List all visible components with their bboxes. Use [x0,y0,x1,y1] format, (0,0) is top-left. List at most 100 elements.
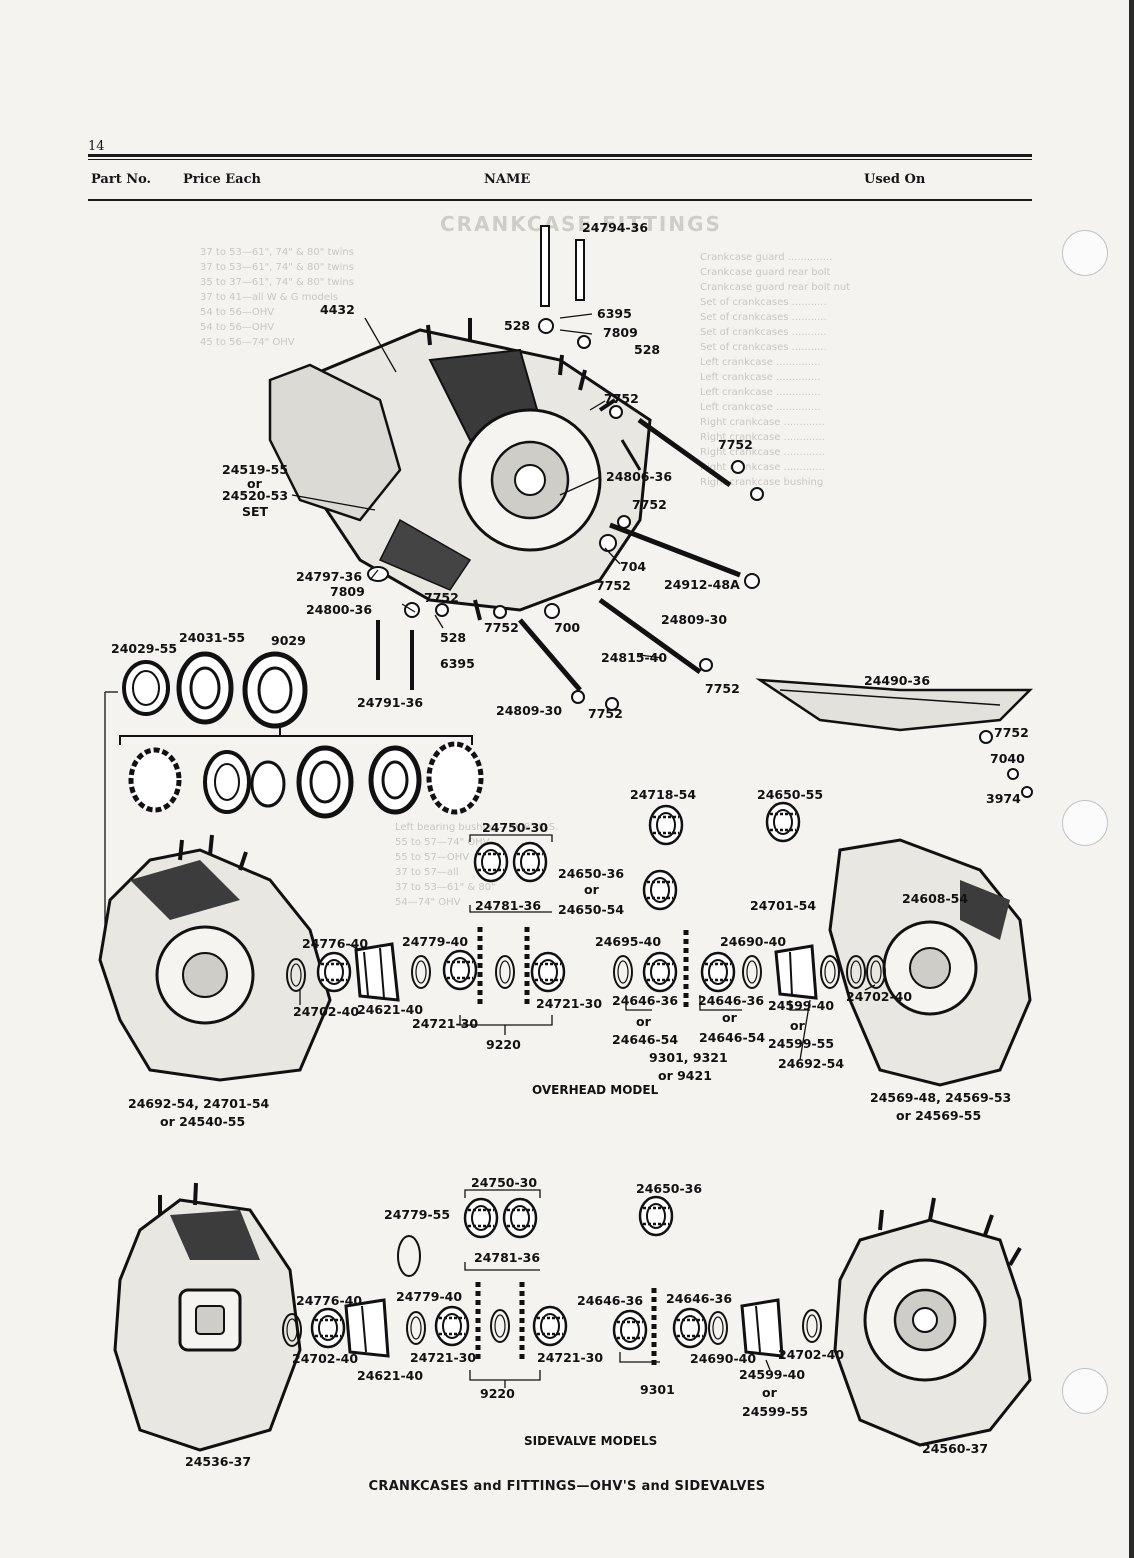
callout-label: 24809-30 [496,703,562,718]
callout-label: 24692-54 [778,1056,844,1071]
ohv-left-crankcase [98,834,332,1082]
sidevalve-parts-row [282,1195,822,1366]
callout-label: 7752 [596,578,631,593]
sidevalve-models-caption: SIDEVALVE MODELS [524,1434,657,1448]
callout-label: 24560-37 [922,1441,988,1456]
header-rule-top [88,154,1032,157]
sidevalve-leader-lines [464,1189,771,1388]
callout-label: 24646-36 [612,993,678,1008]
callout-label: 24646-36 [698,993,764,1008]
callout-label: 3974 [986,791,1021,806]
callout-label: 24776-40 [296,1293,362,1308]
right-page-edge [1129,0,1134,1558]
callout-label: 24750-30 [482,820,548,835]
callout-label: or 24540-55 [160,1114,245,1129]
studs-and-bolts [376,225,741,692]
callout-label: 528 [440,630,466,645]
main-bearing-set-top [122,651,308,729]
callout-label: 700 [554,620,580,635]
callout-label: 24650-36 [558,866,624,881]
callout-label: 24646-54 [612,1032,678,1047]
callout-label: 24690-40 [720,934,786,949]
column-header-used-on: Used On [864,172,926,187]
callout-label: or [636,1014,652,1029]
callout-label: 24797-36 [296,569,362,584]
callout-label: 24650-36 [636,1181,702,1196]
header-rule-bottom [88,199,1032,201]
ohv-parts-row [286,801,886,1008]
callout-label: or [762,1385,778,1400]
callout-label: or [584,882,600,897]
callout-label: 24646-36 [666,1291,732,1306]
punch-hole-middle [1062,800,1108,846]
callout-label: or [247,476,263,491]
callout-label: 24695-40 [595,934,661,949]
callout-label: 9029 [271,633,306,648]
callout-label: 24750-30 [471,1175,537,1190]
callout-label: 24599-55 [742,1404,808,1419]
overhead-model-caption: OVERHEAD MODEL [532,1083,659,1097]
callout-label: 24794-36 [582,220,648,235]
callout-label: 24702-40 [778,1347,844,1362]
callout-label: 7809 [330,584,365,599]
leader-lines-top [104,313,663,961]
callout-label: 24029-55 [111,641,177,656]
ohv-leader-lines [299,834,876,1061]
bleed-through-title: CRANKCASE FITTINGS [440,212,722,236]
callout-label: 9301, 9321 [649,1050,728,1065]
callout-label: 24702-40 [292,1351,358,1366]
callout-label: or 9421 [658,1068,712,1083]
sidevalve-left-crankcase [113,1182,302,1452]
callout-label: 7809 [603,325,638,340]
callout-label: 4432 [320,302,355,317]
callout-label: 7752 [994,725,1029,740]
callout-label: 9220 [480,1386,515,1401]
callout-label: 24621-40 [357,1002,423,1017]
callout-label: 24646-54 [699,1030,765,1045]
callout-label: 24599-40 [768,998,834,1013]
callout-label: 9301 [640,1382,675,1397]
callout-label: 24702-40 [293,1004,359,1019]
callout-label: 24650-54 [558,902,624,917]
callout-label: 7752 [632,497,667,512]
callout-label: 24791-36 [357,695,423,710]
callout-label: 7752 [484,620,519,635]
punch-hole-top [1062,230,1108,276]
callout-label: 9220 [486,1037,521,1052]
callout-label: 24569-48, 24569-53 [870,1090,1011,1105]
callout-label: 7752 [424,590,459,605]
callout-label: 24690-40 [690,1351,756,1366]
callout-label: 528 [504,318,530,333]
callout-label: 24779-55 [384,1207,450,1222]
callout-label: 24490-36 [864,673,930,688]
callout-label: 24519-55 [222,462,288,477]
callout-label: 24781-36 [474,1250,540,1265]
callout-labels: 24794-36 4432 6395 528 7809 528 7752 775… [111,220,1029,1469]
callout-label: 24608-54 [902,891,968,906]
callout-label: 24536-37 [185,1454,251,1469]
ohv-right-crankcase [828,838,1032,1087]
callout-label: 704 [620,559,646,574]
callout-label: 24718-54 [630,787,696,802]
callout-label: SET [242,504,269,519]
callout-label: 24031-55 [179,630,245,645]
bleed-through-text-lower: Left bearing bushing—.008" O.S. 55 to 57… [395,822,559,908]
callout-label: 24815-40 [601,650,667,665]
header-rule-thin [88,159,1032,160]
callout-label: 7752 [604,391,639,406]
page-number: 14 [88,139,105,154]
callout-label: 24779-40 [396,1289,462,1304]
callout-label: 24779-40 [402,934,468,949]
column-header-part-no: Part No. [91,172,152,187]
bearing-set-bracket [119,728,473,745]
callout-label: 24721-30 [536,996,602,1011]
callout-label: 7752 [588,706,623,721]
small-nuts [367,318,1033,798]
bleed-through-text-left: 37 to 53—61", 74" & 80" twins 37 to 53—6… [200,247,354,348]
callout-label: 24721-30 [537,1350,603,1365]
callout-label: or [790,1018,806,1033]
bleed-through-text: Crankcase guard .............. Crankcase… [700,252,851,488]
callout-label: 24599-40 [739,1367,805,1382]
callout-label: 24621-40 [357,1368,423,1383]
